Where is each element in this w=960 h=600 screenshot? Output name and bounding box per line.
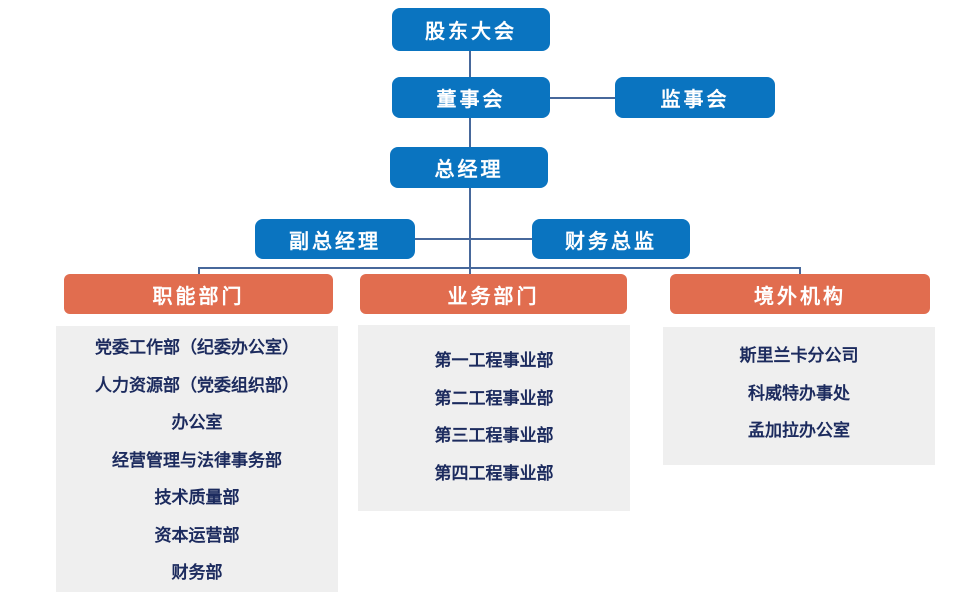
list-item: 技术质量部 xyxy=(154,488,240,507)
list-item: 第四工程事业部 xyxy=(434,463,554,483)
list-item: 财务部 xyxy=(171,563,223,582)
list-item: 资本运营部 xyxy=(154,525,240,545)
section-header-overseas-institutions: 境外机构 xyxy=(670,274,930,314)
node-general-manager-label: 总经理 xyxy=(434,159,504,181)
panel-business-departments: 第一工程事业部 第二工程事业部 第三工程事业部 第四工程事业部 xyxy=(358,325,630,511)
panel-functional-departments: 党委工作部（纪委办公室） 人力资源部（党委组织部） 办公室 经营管理与法律事务部… xyxy=(56,326,338,592)
node-supervisory-board: 监事会 xyxy=(615,77,775,118)
section-header-overseas-institutions-label: 境外机构 xyxy=(754,285,846,308)
list-item: 党委工作部（纪委办公室） xyxy=(95,338,299,357)
node-shareholders-meeting-label: 股东大会 xyxy=(425,21,517,43)
connector-board-gm xyxy=(469,118,471,147)
panel-overseas-institutions: 斯里兰卡分公司 科威特办事处 孟加拉办公室 xyxy=(663,327,935,465)
list-item: 第一工程事业部 xyxy=(434,351,554,370)
connector-gm-departments xyxy=(469,188,471,276)
connector-board-supervisory xyxy=(550,97,616,99)
section-header-functional-departments-label: 职能部门 xyxy=(152,285,245,308)
list-item: 第三工程事业部 xyxy=(434,426,554,445)
list-item: 经营管理与法律事务部 xyxy=(112,450,282,470)
section-header-functional-departments: 职能部门 xyxy=(64,274,333,314)
node-general-manager: 总经理 xyxy=(390,147,548,188)
list-item: 孟加拉办公室 xyxy=(748,421,850,440)
section-header-business-departments: 业务部门 xyxy=(360,274,627,314)
node-deputy-general-manager: 副总经理 xyxy=(255,219,415,259)
list-item: 人力资源部（党委组织部） xyxy=(95,375,299,395)
connector-departments-horizontal xyxy=(198,267,800,269)
node-supervisory-board-label: 监事会 xyxy=(660,89,730,111)
section-header-business-departments-label: 业务部门 xyxy=(447,285,540,308)
node-board-of-directors: 董事会 xyxy=(392,77,550,118)
connector-shareholders-board xyxy=(469,51,471,77)
list-item: 第二工程事业部 xyxy=(434,388,554,408)
node-deputy-general-manager-label: 副总经理 xyxy=(289,230,381,253)
list-item: 斯里兰卡分公司 xyxy=(739,346,859,365)
list-item: 科威特办事处 xyxy=(748,383,850,403)
node-board-of-directors-label: 董事会 xyxy=(436,89,506,111)
list-item: 办公室 xyxy=(171,413,223,432)
node-finance-director-label: 财务总监 xyxy=(565,230,657,253)
connector-drop-functional xyxy=(198,267,200,275)
node-shareholders-meeting: 股东大会 xyxy=(392,8,550,51)
node-finance-director: 财务总监 xyxy=(532,219,690,259)
connector-deputy-cfo xyxy=(415,238,532,240)
connector-drop-overseas xyxy=(799,267,801,275)
